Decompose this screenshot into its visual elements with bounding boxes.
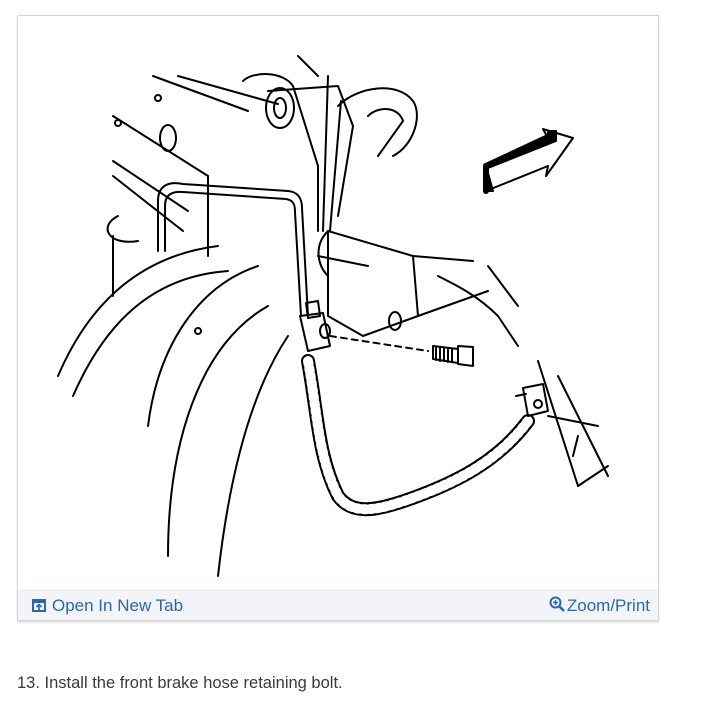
figure-card: Open In New Tab Zoom/Print [17,15,659,621]
brake-hose-diagram [57,55,609,577]
zoom-in-icon [549,596,565,612]
figure-footer: Open In New Tab Zoom/Print [18,590,658,620]
zoom-print-button[interactable]: Zoom/Print [549,596,650,616]
open-in-new-tab-icon [32,599,46,612]
open-in-new-tab-label: Open In New Tab [52,595,184,615]
open-in-new-tab-button[interactable]: Open In New Tab [32,596,183,616]
zoom-print-label: Zoom/Print [566,595,650,615]
step-instruction: 13. Install the front brake hose retaini… [17,674,343,692]
arrow-right-icon [483,128,574,194]
